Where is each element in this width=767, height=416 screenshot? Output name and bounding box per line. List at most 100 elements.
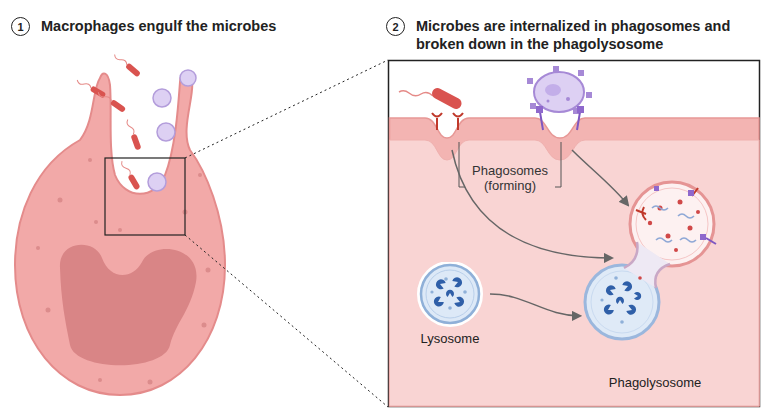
yeast-cell: [578, 70, 584, 76]
granules: [206, 268, 211, 273]
bacteria: [130, 133, 141, 150]
enzyme: [602, 303, 615, 316]
nucleus: [60, 245, 197, 366]
flow-arrow: [572, 150, 628, 205]
granules: [36, 246, 40, 250]
yeast-cell: [540, 112, 580, 130]
step-heading: Macrophages engulf the microbes: [41, 17, 401, 35]
yeast-cell: [540, 112, 543, 130]
zoom-box: [105, 158, 185, 235]
enzyme: [616, 297, 624, 304]
cytoplasm: [390, 140, 760, 406]
bacteria: [120, 160, 131, 176]
bacteria: [76, 77, 107, 98]
lysosome-inner: [426, 270, 474, 318]
step-number: 1Macrophages engulf the microbes: [11, 17, 30, 36]
enzyme: [626, 304, 638, 316]
yeast-cell: [527, 66, 592, 130]
debris: [680, 238, 696, 242]
node-label: Phagolysosome: [560, 375, 750, 390]
enzyme: [452, 276, 464, 288]
yeast-cell: [530, 103, 536, 109]
granules: [88, 158, 92, 162]
yeast-cells: [148, 70, 196, 191]
fragment: [620, 320, 624, 324]
fragment: [696, 210, 700, 214]
lysosome: Lysosome: [410, 262, 490, 346]
zoom-line: [185, 60, 388, 158]
fragment: [678, 200, 683, 205]
node-label: Lysosome: [390, 331, 510, 346]
yeast-cell: [545, 84, 561, 96]
granules: [94, 220, 98, 224]
yeast-cells: [157, 123, 175, 141]
flow-arrow: [452, 150, 612, 258]
callout-number: 1: [17, 21, 23, 33]
yeast-cell: [577, 112, 580, 130]
granules: [58, 198, 63, 203]
fragment: [638, 276, 642, 280]
yeast-cells: [180, 70, 196, 86]
part-label: Phagosomes (forming): [462, 163, 558, 193]
receptor: [654, 186, 706, 240]
bacteria: [126, 119, 135, 135]
step-number: 2Microbes are internalized in phagosomes…: [386, 17, 405, 36]
fusion-neck: [624, 242, 670, 288]
phagolysosome: Phagolysosome: [580, 178, 730, 390]
fragment: [444, 277, 448, 281]
yeast-cell: [527, 66, 592, 114]
bacteria: [110, 99, 127, 113]
cell-body: [15, 73, 225, 395]
enzyme: [622, 280, 634, 292]
granules: [36, 158, 211, 385]
granules: [148, 380, 153, 385]
yeast-cell: [577, 106, 584, 113]
lysosome-membrane: [421, 265, 479, 323]
fusion-neck: [624, 242, 637, 268]
fragment: [614, 276, 618, 280]
yeast-cell: [534, 72, 584, 112]
yeast-cell: [586, 92, 592, 98]
lysosome-ring: [420, 264, 480, 324]
bacteria: [97, 91, 112, 103]
fragment: [648, 221, 652, 225]
yeast-cells: [148, 173, 166, 191]
bacterium: [399, 86, 463, 111]
fragment: [463, 290, 467, 294]
fragment: [674, 248, 678, 252]
receptor: [432, 113, 442, 130]
bacteria: [119, 160, 140, 191]
yeast-cell: [566, 97, 570, 101]
enzyme: [634, 292, 641, 300]
granules: [118, 228, 122, 232]
fragment: [666, 234, 671, 239]
receptor: [453, 113, 463, 130]
yeast-cells: [153, 89, 171, 107]
fragment: [448, 306, 452, 310]
receptor: [636, 207, 646, 220]
step-heading: Microbes are internalized in phagosomes …: [416, 17, 756, 53]
lysosome-shape: [410, 262, 490, 328]
phagolysosome-shape: [580, 178, 730, 358]
fragment: [600, 298, 603, 301]
receptor: [636, 188, 698, 220]
receptor: [654, 186, 659, 191]
macrophage: [15, 73, 225, 395]
enzyme: [446, 290, 454, 297]
fragment: [430, 290, 433, 293]
bacterium: [430, 86, 463, 111]
receptor: [700, 234, 706, 240]
fusion-neck: [655, 264, 670, 288]
bacterium: [399, 91, 433, 96]
bacteria: [76, 52, 142, 190]
bacteria: [76, 78, 92, 89]
yeast-cell: [553, 66, 559, 72]
receptor: [432, 113, 463, 130]
enzyme: [605, 284, 617, 296]
zoom-panel: [389, 61, 760, 407]
callout-number: 2: [392, 21, 398, 33]
yeast-cell: [527, 78, 533, 84]
cell-membrane: [390, 118, 760, 406]
fragment: [688, 226, 693, 231]
